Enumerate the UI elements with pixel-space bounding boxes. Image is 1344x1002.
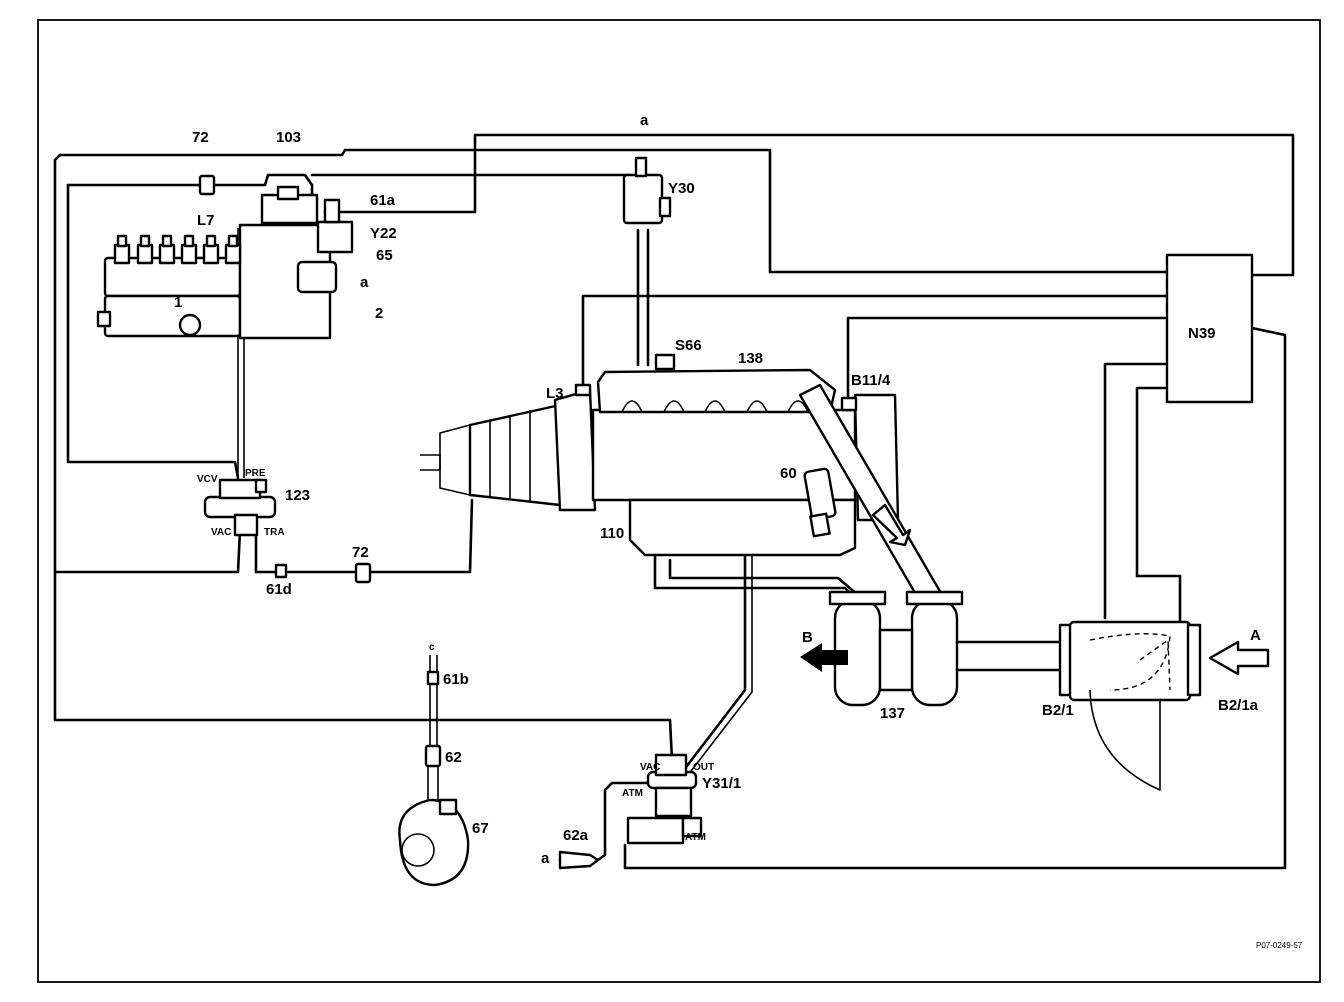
- label-61d: 61d: [266, 581, 292, 598]
- label-b2-1: B2/1: [1042, 702, 1074, 719]
- valve-y30: [622, 156, 672, 225]
- boost-actuator-60: [803, 467, 837, 538]
- label-a-top: a: [640, 112, 649, 129]
- intake-arrow-a: [1208, 640, 1270, 676]
- injection-pump: [96, 185, 354, 340]
- label-60: 60: [780, 465, 797, 482]
- label-1: 1: [174, 294, 182, 311]
- label-103: 103: [276, 129, 301, 146]
- engine-block: [420, 368, 900, 557]
- label-b: B: [802, 629, 813, 646]
- label-s66: S66: [675, 337, 702, 354]
- label-pre: PRE: [245, 468, 266, 479]
- diagram-frame: [37, 19, 1321, 983]
- valve-y31-1: [558, 753, 703, 870]
- label-vac-123: VAC: [211, 527, 231, 538]
- connection-lines: [53, 133, 1295, 870]
- label-atm-2: ATM: [685, 832, 706, 843]
- label-137: 137: [880, 705, 905, 722]
- label-2: 2: [375, 305, 383, 322]
- turbocharger: [828, 590, 1062, 707]
- label-110: 110: [600, 525, 624, 542]
- label-out: OUT: [693, 762, 714, 773]
- exhaust-arrow-b: [800, 643, 848, 672]
- label-y30: Y30: [668, 180, 695, 197]
- part-labels: 72 103 a Y30 61a L7 Y22 65 a 1 2 N39 S66…: [174, 112, 1303, 950]
- sensor-l3: [574, 383, 592, 397]
- label-138: 138: [738, 350, 763, 367]
- label-vac-y31: VAC: [640, 762, 660, 773]
- pump-elements: [113, 234, 242, 265]
- label-61a: 61a: [370, 192, 396, 209]
- label-61b: 61b: [443, 671, 469, 688]
- label-c: c: [429, 642, 435, 653]
- label-a-bottom: a: [541, 850, 550, 867]
- line-connectors: [198, 174, 442, 768]
- label-a-air: A: [1250, 627, 1261, 644]
- label-b11-4: B11/4: [851, 372, 891, 389]
- label-y22: Y22: [370, 225, 397, 242]
- label-n39: N39: [1188, 325, 1216, 342]
- label-65: 65: [376, 247, 393, 264]
- control-unit-n39: [1165, 253, 1254, 404]
- label-67: 67: [472, 820, 489, 837]
- label-l7: L7: [197, 212, 215, 229]
- switch-s66: [654, 353, 676, 371]
- label-vcv: VCV: [197, 474, 218, 485]
- label-a-pump: a: [360, 274, 369, 291]
- label-atm-1: ATM: [622, 788, 643, 799]
- air-flow-meter: [1058, 620, 1202, 791]
- label-l3: L3: [546, 385, 564, 402]
- label-72-top: 72: [192, 129, 209, 146]
- label-123: 123: [285, 487, 310, 504]
- label-62: 62: [445, 749, 462, 766]
- label-62a: 62a: [563, 827, 589, 844]
- label-tra: TRA: [264, 527, 285, 538]
- vacuum-pump-67: [398, 798, 470, 887]
- label-b2-1a: B2/1a: [1218, 697, 1259, 714]
- figure-reference: P07-0249-57: [1256, 941, 1303, 950]
- label-y31-1: Y31/1: [702, 775, 741, 792]
- valve-123: [203, 478, 277, 537]
- label-72-bottom: 72: [352, 544, 369, 561]
- sensor-b11-4: [840, 396, 858, 412]
